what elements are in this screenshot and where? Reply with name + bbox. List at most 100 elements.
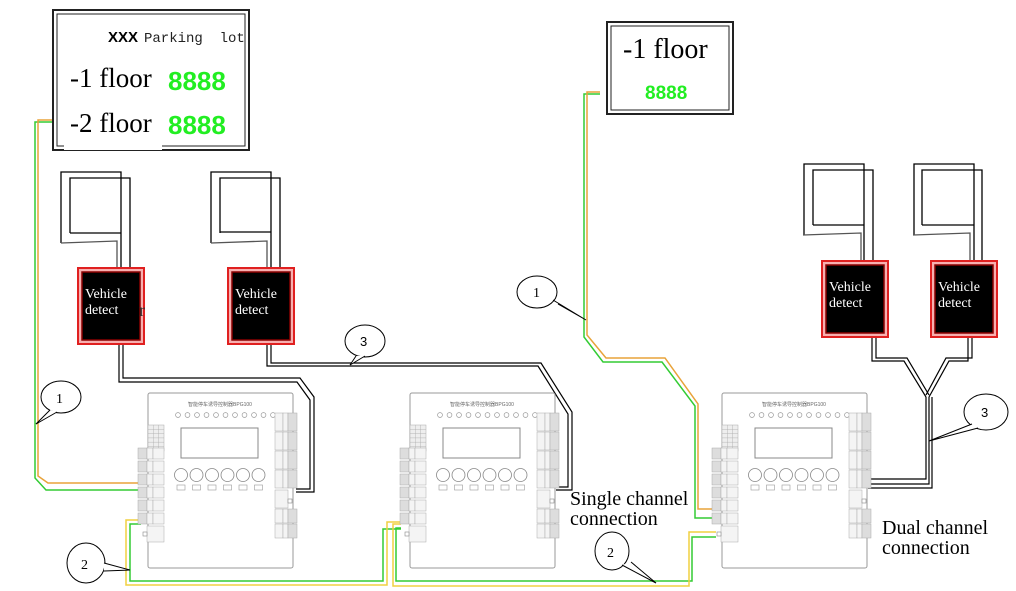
keypad-button[interactable]: [251, 468, 266, 482]
status-led: [222, 412, 229, 418]
right-terminal-strip: [848, 412, 872, 539]
keypad-key-label: [812, 484, 822, 491]
terminal-block: [711, 473, 722, 486]
status-led: [787, 412, 793, 418]
keypad-button[interactable]: [825, 468, 840, 482]
keypad-key-label: [781, 484, 791, 491]
wire-1-left: [34, 119, 148, 491]
callout-label: 2: [81, 558, 88, 573]
dual-channel-label-line-1: Dual channel: [882, 517, 989, 539]
detector-label-line-1: Vehicle: [85, 287, 127, 302]
keypad-button[interactable]: [205, 468, 219, 482]
terminal-block: [399, 447, 410, 460]
status-led: [213, 412, 219, 418]
keypad-button[interactable]: [763, 468, 778, 482]
status-led: [456, 412, 462, 418]
terminal-block: [287, 523, 298, 539]
status-led: [194, 412, 200, 418]
keypad-button[interactable]: [174, 468, 188, 482]
keypad-key-label: [238, 484, 248, 491]
keypad-button[interactable]: [220, 468, 235, 482]
guidance-controller: 智能停车诱导控制器BPG100: [137, 392, 298, 569]
keypad-button[interactable]: [482, 468, 497, 482]
keypad-button[interactable]: [794, 468, 809, 482]
single-channel-label-line-2: connection: [570, 508, 658, 530]
keypad-key-label: [828, 484, 837, 491]
keypad-button[interactable]: [810, 468, 824, 482]
status-led: [844, 412, 850, 418]
keypad-button[interactable]: [779, 468, 793, 482]
keypad-button[interactable]: [513, 468, 528, 482]
keypad-button[interactable]: [748, 468, 762, 482]
terminal-block: [287, 508, 298, 524]
left-terminal-strip: [399, 424, 427, 543]
keypad-button[interactable]: [189, 468, 204, 482]
terminal-block: [711, 486, 722, 499]
status-led: [834, 412, 841, 418]
status-led: [777, 412, 784, 418]
terminal-block: [137, 499, 148, 512]
guidance-controller: 智能停车诱导控制器BPG100: [399, 392, 560, 569]
controller-title: 智能停车诱导控制器BPG100: [762, 401, 826, 408]
terminal-block: [549, 508, 560, 524]
single-sign-value: 8888: [645, 83, 687, 104]
sign-row-2-value: 8888: [168, 110, 226, 140]
terminal-block: [399, 486, 410, 499]
callout-label: 1: [56, 392, 63, 407]
callout-2-left: 2: [66, 542, 131, 584]
terminal-block: [549, 412, 560, 432]
callout-label: 1: [533, 286, 540, 301]
terminal-block: [549, 523, 560, 539]
keypad-key-label: [766, 484, 775, 491]
status-led: [749, 412, 755, 418]
controller-title: 智能停车诱导控制器BPG100: [188, 401, 252, 408]
keypad-button[interactable]: [236, 468, 250, 482]
left-terminal-strip: [137, 424, 165, 543]
detector-label-line-2: detect: [235, 303, 269, 318]
keypad-key-label: [223, 484, 232, 491]
keypad-button[interactable]: [467, 468, 481, 482]
single-sign-label: -1 floor: [623, 34, 708, 65]
status-led: [475, 412, 481, 418]
controller-title: 智能停车诱导控制器BPG100: [450, 401, 514, 408]
keypad-button[interactable]: [498, 468, 512, 482]
status-led: [251, 412, 257, 418]
left-terminal-strip: [711, 424, 739, 543]
lcd-screen: [442, 427, 521, 459]
status-led: [768, 412, 774, 418]
keypad-button[interactable]: [451, 468, 466, 482]
wire-2-right: [392, 523, 716, 587]
callout-3-right: 3: [928, 393, 1009, 442]
right-terminal-strip: [274, 412, 298, 539]
sign-row-2-label: -2 floor: [70, 108, 152, 138]
keypad-key-label: [176, 484, 186, 491]
right-terminal-strip: [536, 412, 560, 539]
dual-channel-label-line-2: connection: [882, 537, 970, 559]
status-led: [503, 412, 510, 418]
terminal-block: [861, 431, 872, 451]
terminal-block: [861, 412, 872, 432]
detector-label-line-1: Vehicle: [235, 287, 277, 302]
terminal-block: [861, 469, 872, 489]
keypad-button[interactable]: [436, 468, 450, 482]
sign-row-1-label: -1 floor: [70, 63, 152, 93]
wire-3-dual: [868, 337, 973, 489]
loop-1: [60, 171, 131, 268]
terminal-block: [549, 431, 560, 451]
detector-label-line-1: Vehicle: [829, 280, 871, 295]
status-led: [446, 412, 453, 418]
keypad-key-label: [207, 484, 217, 491]
status-led: [815, 412, 822, 418]
status-led: [232, 412, 238, 418]
detector-label-line-2: detect: [85, 303, 119, 318]
status-led: [241, 412, 248, 418]
status-led: [825, 412, 831, 418]
terminal-block: [137, 460, 148, 473]
status-led: [465, 412, 472, 418]
callout-label: 2: [607, 546, 614, 561]
keypad-key-label: [438, 484, 448, 491]
